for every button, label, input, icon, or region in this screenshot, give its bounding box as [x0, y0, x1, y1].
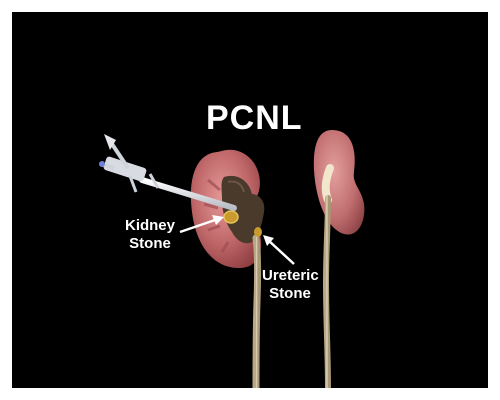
- ureteric-stone: [254, 227, 262, 237]
- procedure-title: PCNL: [206, 99, 303, 137]
- kidney-stone-label: Kidney Stone: [120, 217, 180, 253]
- kidney-stone-label-line2: Stone: [129, 235, 171, 252]
- kidney-stone-label-line1: Kidney: [124, 217, 175, 234]
- ureteric-stone-label-line2: Stone: [269, 285, 311, 302]
- ureteric-stone-arrow: [263, 235, 295, 265]
- ureteric-stone-label: Ureteric Stone: [262, 267, 319, 303]
- nephroscope: [99, 134, 237, 211]
- illustration-panel: PCNL Kidney Stone Ureteric Stone: [12, 12, 488, 388]
- ureteric-stone-label-line1: Ureteric: [262, 267, 319, 284]
- right-kidney: [313, 130, 365, 235]
- right-ureter: [322, 195, 331, 388]
- kidney-stone-arrow: [179, 215, 224, 234]
- kidney-stone: [223, 210, 239, 224]
- renal-pelvis: [221, 175, 265, 244]
- pcnl-illustration: [99, 130, 365, 388]
- left-ureter: [252, 234, 262, 388]
